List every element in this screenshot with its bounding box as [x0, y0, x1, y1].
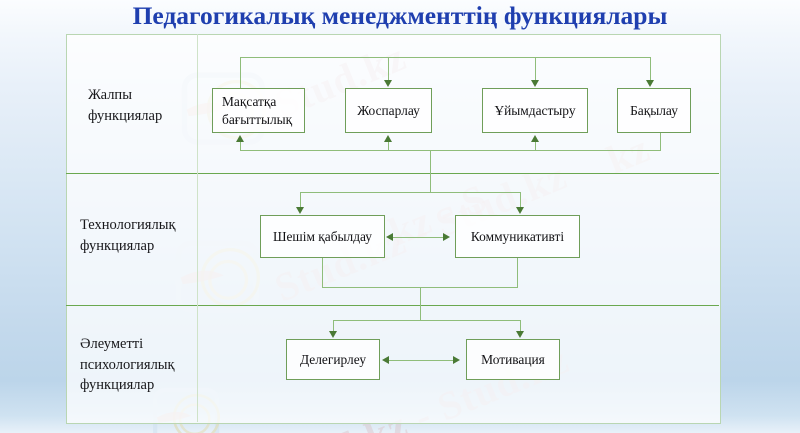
connector-row1-up-3 — [535, 142, 536, 151]
arrow-left-delegation — [382, 356, 389, 364]
arrow-left-decision-making — [386, 233, 393, 241]
connector-row2-merge-left — [322, 258, 323, 287]
connector-row1-up-1 — [240, 142, 241, 151]
connector-row1-top-bus — [240, 57, 651, 58]
arrow-up-planning — [384, 135, 392, 142]
connector-row3-drop-1 — [333, 320, 334, 332]
node-label: Делегирлеу — [299, 351, 367, 367]
row-label-line: Технологиялық — [80, 217, 176, 233]
arrow-right-communicative — [443, 233, 450, 241]
row-label-technological-functions: Технологиялық функциялар — [80, 215, 200, 256]
node-label: Мотивация — [481, 351, 545, 367]
row-label-line: Жалпы — [88, 87, 132, 103]
page-title: Педагогикалық менеджменттің функциялары — [132, 1, 668, 30]
connector-row3-bidirectional — [388, 360, 458, 361]
connector-row2-merge-right — [517, 258, 518, 287]
arrow-right-motivation — [453, 356, 460, 364]
row-divider-1 — [66, 173, 719, 174]
connector-row1-drop-1 — [240, 57, 241, 89]
connector-row2-drop-1 — [300, 192, 301, 208]
arrow-into-decision-making — [296, 207, 304, 214]
row-label-line: психологиялық — [80, 356, 175, 373]
arrow-up-organizing — [531, 135, 539, 142]
row-label-line: функциялар — [88, 107, 163, 124]
connector-row3-top-bus — [333, 320, 520, 321]
connector-row3-drop-2 — [520, 320, 521, 332]
node-label: Ұйымдастыру — [494, 102, 576, 118]
connector-row1-drop-3 — [535, 57, 536, 81]
arrow-into-control — [646, 80, 654, 87]
node-goal-orientation[interactable]: Мақсатқа бағыттылық — [212, 88, 305, 133]
label-column-separator — [197, 34, 198, 422]
node-label: Бақылау — [630, 102, 678, 118]
connector-row2-bidirectional — [392, 237, 448, 238]
connector-row2-top-bus — [300, 192, 520, 193]
arrow-into-delegation — [329, 331, 337, 338]
row-label-sociopsychological-functions: Әлеуметті психологиялық функциялар — [80, 334, 202, 396]
node-label: Жоспарлау — [357, 102, 420, 118]
connector-row1-from-control — [660, 133, 661, 151]
node-planning[interactable]: Жоспарлау — [345, 88, 432, 133]
connector-row2-to-row3 — [420, 287, 421, 320]
row-label-line: функциялар — [80, 237, 155, 254]
connector-row1-up-2 — [388, 142, 389, 151]
node-decision-making[interactable]: Шешім қабылдау — [260, 215, 385, 258]
arrow-into-communicative — [516, 207, 524, 214]
node-label-line: Мақсатқа — [222, 93, 277, 109]
connector-row1-drop-2 — [388, 57, 389, 81]
connector-row1-drop-4 — [650, 57, 651, 81]
node-label: Шешім қабылдау — [272, 228, 373, 244]
arrow-up-goal-orientation — [236, 135, 244, 142]
node-control[interactable]: Бақылау — [617, 88, 691, 133]
node-motivation[interactable]: Мотивация — [466, 339, 560, 380]
row-label-line: функциялар — [80, 377, 155, 394]
node-organizing[interactable]: Ұйымдастыру — [482, 88, 588, 133]
row-label-general-functions: Жалпы функциялар — [88, 85, 193, 126]
arrow-into-planning — [384, 80, 392, 87]
connector-row1-bottom-bus — [240, 150, 660, 151]
connector-row2-drop-2 — [520, 192, 521, 208]
arrow-into-organizing — [531, 80, 539, 87]
node-label-line: бағыттылық — [222, 111, 293, 127]
arrow-into-motivation — [516, 331, 524, 338]
connector-row1-to-row2 — [430, 150, 431, 192]
row-divider-2 — [66, 305, 719, 306]
node-communicative[interactable]: Коммуникативті — [455, 215, 580, 258]
node-delegation[interactable]: Делегирлеу — [286, 339, 380, 380]
node-label: Коммуникативті — [470, 228, 565, 244]
row-label-line: Әлеуметті — [80, 336, 144, 352]
